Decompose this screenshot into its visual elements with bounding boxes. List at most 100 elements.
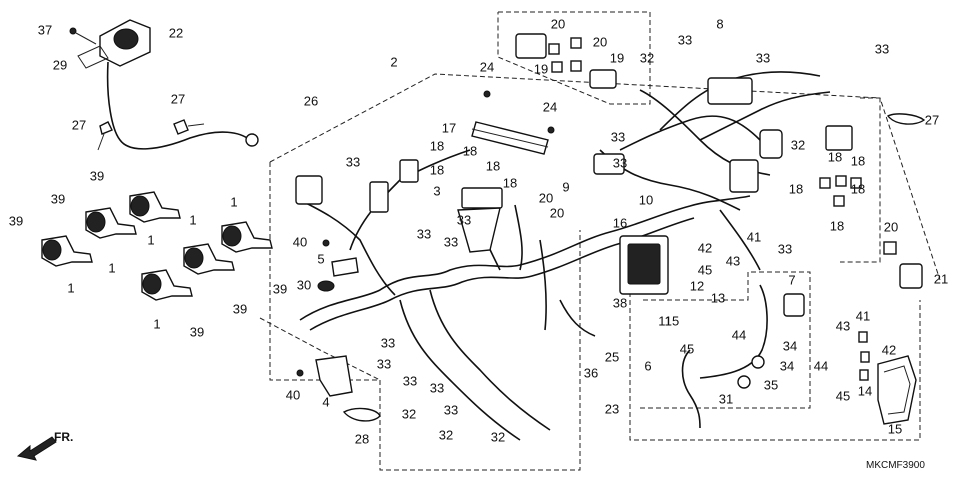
callout-14: 14 [858,383,872,398]
callout-28: 28 [355,431,369,446]
callout-1: 1 [153,316,160,331]
callout-31: 31 [719,391,733,406]
callout-18: 18 [503,175,517,190]
callout-20: 20 [593,34,607,49]
callout-12: 12 [690,278,704,293]
injector-6 [141,269,193,301]
callout-26: 26 [304,93,318,108]
callout-33: 33 [377,356,391,371]
callout-32: 32 [491,429,505,444]
callout-32: 32 [439,427,453,442]
callout-36: 36 [584,365,598,380]
callout-32: 32 [640,50,654,65]
holder-14-15 [858,331,917,425]
callout-43: 43 [726,253,740,268]
callout-18: 18 [830,218,844,233]
callout-1: 1 [67,280,74,295]
callout-40: 40 [286,387,300,402]
callout-25: 25 [605,349,619,364]
callout-1: 1 [189,212,196,227]
callout-18: 18 [789,181,803,196]
callout-33: 33 [403,373,417,388]
callout-18: 18 [828,149,842,164]
callout-7: 7 [788,272,795,287]
callout-33: 33 [778,241,792,256]
callout-11: 11 [658,313,672,328]
callout-19: 19 [610,50,624,65]
callout-18: 18 [486,158,500,173]
callout-40: 40 [293,234,307,249]
callout-9: 9 [562,179,569,194]
callout-34: 34 [783,338,797,353]
callout-10: 10 [639,192,653,207]
callout-18: 18 [463,143,477,158]
callout-19: 19 [534,61,548,76]
callout-15: 15 [665,313,679,328]
callout-33: 33 [430,380,444,395]
callout-37: 37 [38,22,52,37]
callout-33: 33 [756,50,770,65]
main-wire-harness [295,71,831,441]
callout-39: 39 [90,168,104,183]
callout-39: 39 [9,213,23,228]
callout-32: 32 [791,137,805,152]
injector-1 [129,191,181,223]
callout-39: 39 [51,191,65,206]
diagram-code: MKCMF3900 [866,460,925,471]
callout-20: 20 [550,205,564,220]
battery-cable-6 [681,284,805,429]
callout-45: 45 [836,388,850,403]
callout-33: 33 [381,335,395,350]
callout-33: 33 [613,155,627,170]
callout-33: 33 [346,154,360,169]
callout-6: 6 [644,358,651,373]
callout-42: 42 [698,240,712,255]
callout-27: 27 [72,117,86,132]
callout-18: 18 [851,153,865,168]
callout-20: 20 [551,16,565,31]
callout-33: 33 [875,41,889,56]
callout-3: 3 [433,183,440,198]
callout-1: 1 [108,260,115,275]
callout-29: 29 [53,57,67,72]
callout-17: 17 [442,120,456,135]
injector-2 [85,207,137,239]
callout-41: 41 [747,229,761,244]
callout-39: 39 [190,324,204,339]
callout-33: 33 [444,234,458,249]
callout-20: 20 [884,219,898,234]
callout-15: 15 [888,421,902,436]
callout-39: 39 [233,301,247,316]
callout-13: 13 [711,290,725,305]
cover-plate-17 [471,90,555,155]
sensor-wires-27 [97,119,205,151]
callout-44: 44 [732,327,746,342]
callout-23: 23 [605,401,619,416]
callout-2: 2 [390,54,397,69]
callout-18: 18 [430,162,444,177]
callout-8: 8 [716,16,723,31]
callout-33: 33 [457,212,471,227]
injector-3 [41,235,93,267]
callout-4: 4 [322,394,329,409]
callout-27: 27 [925,112,939,127]
callout-30: 30 [297,277,311,292]
callout-32: 32 [402,406,416,421]
injector-group [41,191,273,301]
callout-20: 20 [539,190,553,205]
callout-21: 21 [934,271,948,286]
relay-box-top [515,33,617,89]
callout-1: 1 [230,194,237,209]
callout-1: 1 [147,232,154,247]
callout-22: 22 [169,25,183,40]
callout-45: 45 [698,262,712,277]
callout-33: 33 [417,226,431,241]
front-direction-label: FR. [54,430,73,444]
callout-5: 5 [317,251,324,266]
callout-18: 18 [430,138,444,153]
callout-33: 33 [444,402,458,417]
callout-42: 42 [882,342,896,357]
